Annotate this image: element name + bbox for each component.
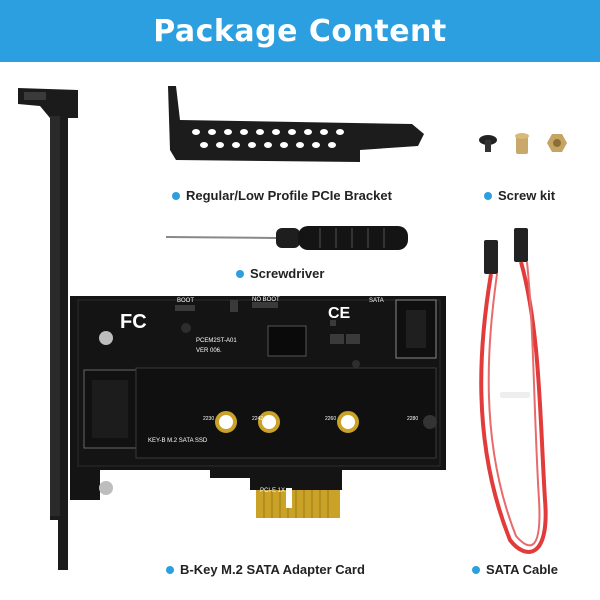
bullet-dot-icon [484, 191, 492, 200]
screwdriver [165, 226, 408, 250]
bullet-dot-icon [172, 191, 180, 200]
caption-bracket: Regular/Low Profile PCIe Bracket [172, 188, 392, 203]
caption-adapter-card: B-Key M.2 SATA Adapter Card [166, 562, 365, 577]
caption-label: B-Key M.2 SATA Adapter Card [180, 562, 365, 577]
svg-text:FC: FC [120, 311, 147, 333]
mount-size-2260: 2260 [325, 416, 336, 422]
mount-size-2280: 2280 [407, 416, 418, 422]
mount-size-2242: 2242 [252, 416, 263, 422]
boot-label: BOOT [177, 298, 194, 304]
screw-kit [479, 133, 567, 154]
header-banner: Package Content [0, 0, 600, 62]
noboot-label: NO BOOT [252, 297, 280, 303]
product-photo: FC CE BOOT NO BOOT SATA PCEM2ST-A01 VER … [18, 86, 567, 570]
bullet-dot-icon [472, 565, 480, 574]
page-title: Package Content [153, 13, 447, 49]
mount-size-2230: 2230 [203, 416, 214, 422]
caption-screwdriver: Screwdriver [236, 266, 324, 281]
caption-label: SATA Cable [486, 562, 558, 577]
sata-label: SATA [369, 298, 384, 304]
model-label: PCEM2ST-A01 [196, 338, 237, 344]
key-label: KEY-B M.2 SATA SSD [148, 438, 208, 444]
svg-text:CE: CE [328, 305, 351, 322]
caption-screw-kit: Screw kit [484, 188, 555, 203]
full-height-bracket [18, 88, 78, 570]
caption-label: Regular/Low Profile PCIe Bracket [186, 188, 392, 203]
sata-cable [479, 228, 548, 554]
caption-sata-cable: SATA Cable [472, 562, 558, 577]
version-label: VER 006. [196, 348, 222, 354]
bullet-dot-icon [166, 565, 174, 574]
slot-label: PCI-E 1X [260, 488, 285, 494]
adapter-card: FC CE BOOT NO BOOT SATA PCEM2ST-A01 VER … [70, 296, 446, 518]
low-profile-bracket [168, 86, 424, 162]
caption-label: Screw kit [498, 188, 556, 203]
bullet-dot-icon [236, 269, 244, 278]
caption-label: Screwdriver [250, 266, 325, 281]
